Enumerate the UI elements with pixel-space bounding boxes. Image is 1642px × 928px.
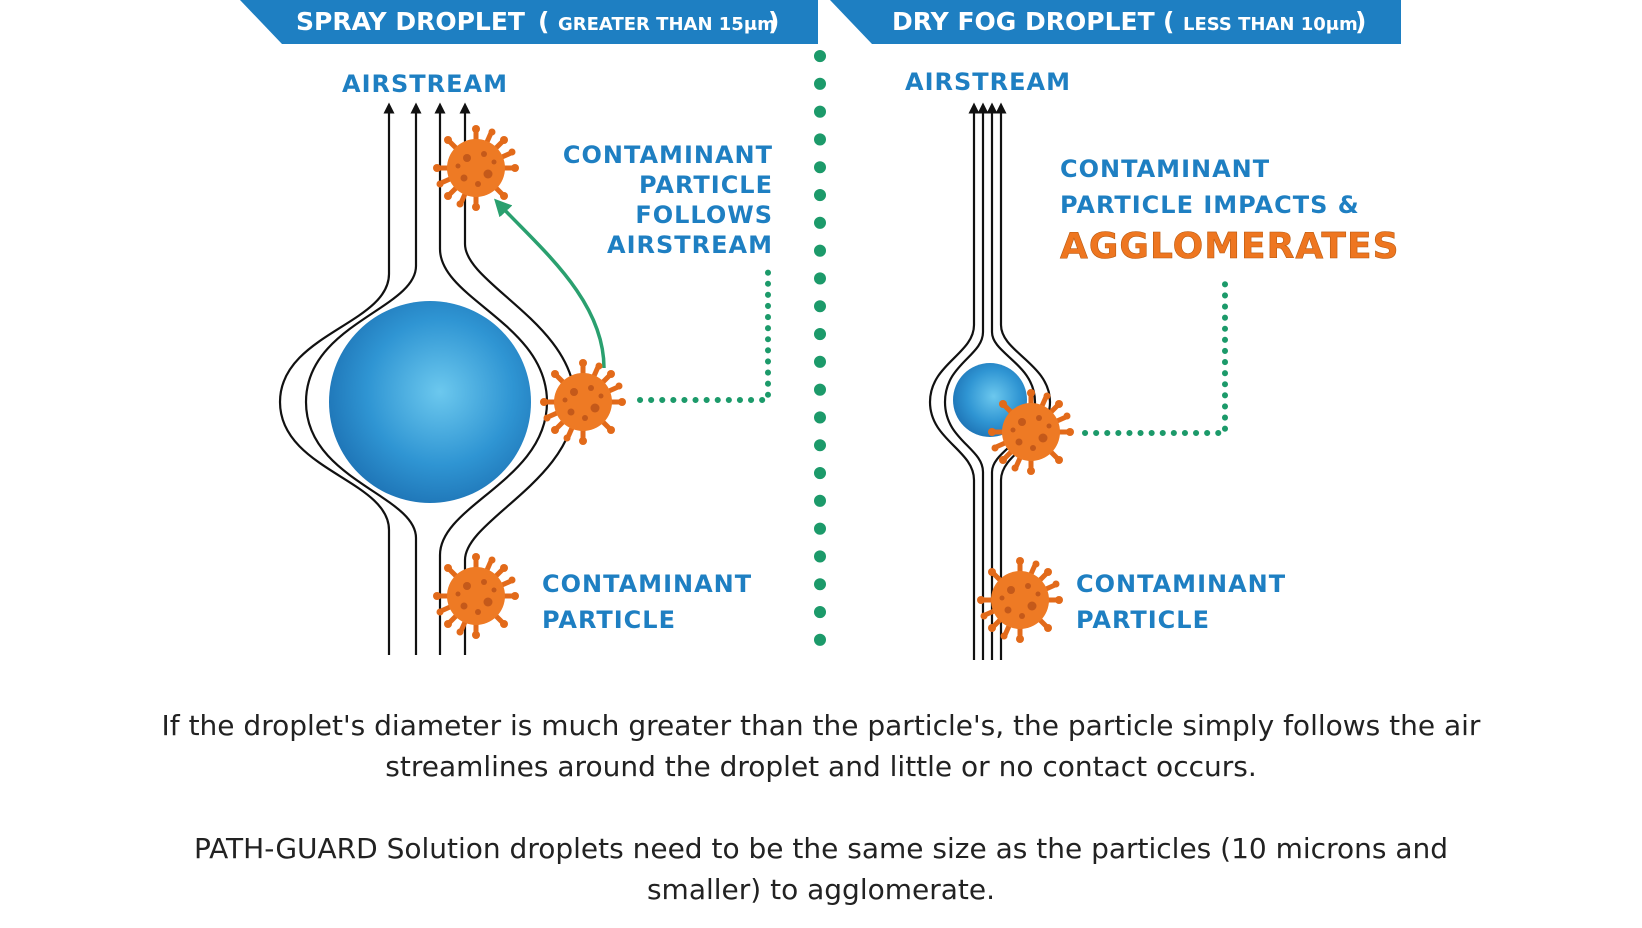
virus-particle-icon [433, 553, 519, 639]
left-header-size: GREATER THAN 15μm [558, 14, 776, 35]
left-dotted-leader [637, 269, 771, 403]
svg-text:FOLLOWS: FOLLOWS [635, 201, 773, 229]
svg-text:PARTICLE: PARTICLE [1076, 606, 1210, 634]
left-header-banner [240, 0, 818, 44]
virus-particle-icon [977, 557, 1063, 643]
right-airstream-label: AIRSTREAM [905, 68, 1071, 96]
right-header-size: LESS THAN 10μm [1183, 14, 1358, 35]
left-panel: SPRAY DROPLET ( GREATER THAN 15μm ) AIRS… [240, 0, 818, 655]
spray-droplet [329, 301, 531, 503]
svg-text:PARTICLE IMPACTS &: PARTICLE IMPACTS & [1060, 191, 1360, 219]
right-dotted-leader [1082, 281, 1228, 436]
svg-text:PARTICLE: PARTICLE [542, 606, 676, 634]
caption-paragraph-1: If the droplet's diameter is much greate… [161, 709, 1481, 783]
left-header-open-paren: ( [538, 7, 549, 36]
virus-particle-icon [988, 389, 1074, 475]
svg-text:PARTICLE: PARTICLE [639, 171, 773, 199]
agglomerates-highlight: AGGLOMERATES [1060, 226, 1400, 267]
left-header-title: SPRAY DROPLET [296, 7, 525, 36]
left-airstream-label: AIRSTREAM [342, 70, 508, 98]
right-header-close-paren: ) [1355, 7, 1366, 36]
right-particle-label: CONTAMINANT PARTICLE [1076, 570, 1286, 634]
svg-text:CONTAMINANT: CONTAMINANT [1076, 570, 1286, 598]
virus-particle-icon [540, 359, 626, 445]
right-panel: DRY FOG DROPLET ( LESS THAN 10μm ) AIRST… [830, 0, 1401, 660]
svg-text:CONTAMINANT: CONTAMINANT [542, 570, 752, 598]
right-header-banner [830, 0, 1401, 44]
caption-paragraph-2: PATH-GUARD Solution droplets need to be … [193, 832, 1449, 906]
impact-label: CONTAMINANT PARTICLE IMPACTS & AGGLOMERA… [1060, 155, 1400, 267]
svg-text:CONTAMINANT: CONTAMINANT [563, 141, 773, 169]
svg-text:CONTAMINANT: CONTAMINANT [1060, 155, 1270, 183]
follow-path-arrow [494, 198, 606, 369]
left-header-close-paren: ) [768, 7, 779, 36]
right-header-open-paren: ( [1163, 7, 1174, 36]
right-streamlines [928, 102, 1052, 660]
virus-particle-icon [433, 125, 519, 211]
left-particle-label: CONTAMINANT PARTICLE [542, 570, 752, 634]
right-header-title: DRY FOG DROPLET [892, 7, 1155, 36]
follows-label: CONTAMINANT PARTICLE FOLLOWS AIRSTREAM [563, 141, 773, 259]
svg-text:AIRSTREAM: AIRSTREAM [607, 231, 773, 259]
